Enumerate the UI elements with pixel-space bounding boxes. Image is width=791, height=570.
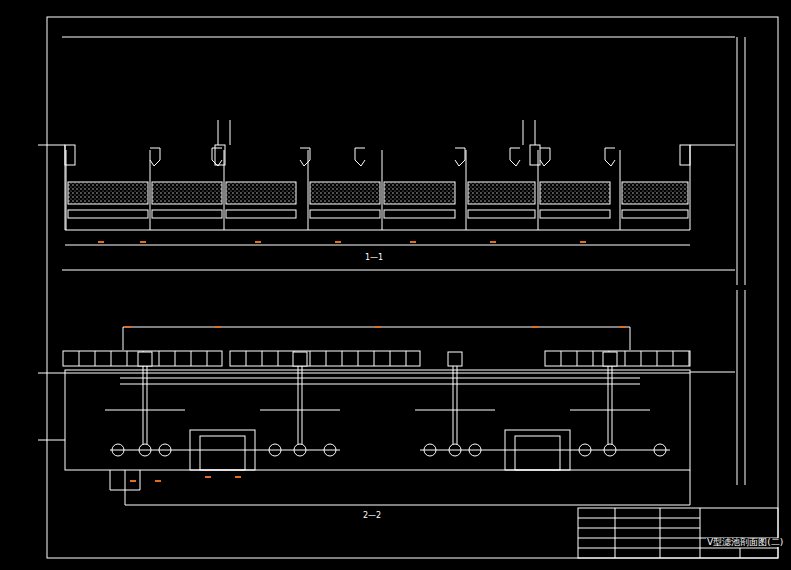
gravel-layer xyxy=(68,182,148,204)
channel xyxy=(680,145,690,165)
slab-joint xyxy=(625,351,626,366)
underdrain xyxy=(310,210,380,218)
slab-joint xyxy=(175,351,176,366)
v-trough xyxy=(455,148,465,166)
gravel-layer xyxy=(226,182,296,204)
channel xyxy=(530,145,540,165)
v-trough xyxy=(150,148,160,166)
slab-joint xyxy=(342,351,343,366)
slab xyxy=(63,351,222,366)
riser-box xyxy=(138,352,152,366)
riser-box xyxy=(293,352,307,366)
filter-cells xyxy=(65,145,690,230)
underdrain xyxy=(68,210,148,218)
slab-joint xyxy=(561,351,562,366)
header-pipe xyxy=(420,450,670,451)
gravel-layer xyxy=(468,182,535,204)
v-trough xyxy=(510,148,520,166)
slab-joint xyxy=(673,351,674,366)
branch-pipe xyxy=(105,410,185,411)
gravel-layer xyxy=(310,182,380,204)
slab-joint xyxy=(79,351,80,366)
cell-wall xyxy=(66,150,67,230)
slab-joint xyxy=(593,351,594,366)
slab-joint xyxy=(111,351,112,366)
riser-pipe xyxy=(143,366,144,450)
gravel-layer xyxy=(384,182,455,204)
header-pipe xyxy=(110,450,340,451)
v-trough xyxy=(355,148,365,166)
slab-joint xyxy=(641,351,642,366)
underdrain xyxy=(540,210,610,218)
slab-joint xyxy=(406,351,407,366)
slab-joint xyxy=(127,351,128,366)
gravel-layer xyxy=(152,182,222,204)
v-trough xyxy=(300,148,310,166)
riser-box xyxy=(448,352,462,366)
cell-wall xyxy=(382,150,383,230)
section-title: 2—2 xyxy=(362,512,382,520)
slab-joint xyxy=(390,351,391,366)
riser-pipe xyxy=(302,366,303,450)
slab-joint xyxy=(278,351,279,366)
underdrain xyxy=(622,210,688,218)
branch-pipe xyxy=(570,410,650,411)
riser-pipe xyxy=(457,366,458,450)
riser-box xyxy=(603,352,617,366)
slab-joint xyxy=(577,351,578,366)
cell-wall xyxy=(466,150,467,230)
slab-joint xyxy=(310,351,311,366)
underdrain xyxy=(384,210,455,218)
riser-pipe xyxy=(612,366,613,450)
pipe-gallery xyxy=(38,327,735,505)
drawing-title: V型滤池剖面图(二) xyxy=(706,538,784,547)
channel xyxy=(215,145,225,165)
v-trough xyxy=(605,148,615,166)
gravel-layer xyxy=(540,182,610,204)
cell-wall xyxy=(538,150,539,230)
underdrain xyxy=(468,210,535,218)
slab-joint xyxy=(95,351,96,366)
channel xyxy=(65,145,75,165)
slab-joint xyxy=(207,351,208,366)
v-trough xyxy=(540,148,550,166)
cell-wall xyxy=(150,150,151,230)
slab-joint xyxy=(246,351,247,366)
slab-joint xyxy=(159,351,160,366)
cell-wall xyxy=(620,150,621,230)
gravel-layer xyxy=(622,182,688,204)
slab-joint xyxy=(657,351,658,366)
branch-pipe xyxy=(260,410,340,411)
slab-joint xyxy=(374,351,375,366)
slab xyxy=(545,351,690,366)
slab-joint xyxy=(191,351,192,366)
riser-pipe xyxy=(608,366,609,450)
slab-joint xyxy=(326,351,327,366)
riser-pipe xyxy=(453,366,454,450)
riser-pipe xyxy=(147,366,148,450)
slab-joint xyxy=(262,351,263,366)
slab-joint xyxy=(358,351,359,366)
section-title: 1—1 xyxy=(364,254,384,262)
v-trough xyxy=(212,148,222,166)
cell-wall xyxy=(224,150,225,230)
underdrain xyxy=(226,210,296,218)
slab-joint xyxy=(689,351,690,366)
riser-pipe xyxy=(298,366,299,450)
branch-pipe xyxy=(415,410,495,411)
slab xyxy=(230,351,420,366)
underdrain xyxy=(152,210,222,218)
